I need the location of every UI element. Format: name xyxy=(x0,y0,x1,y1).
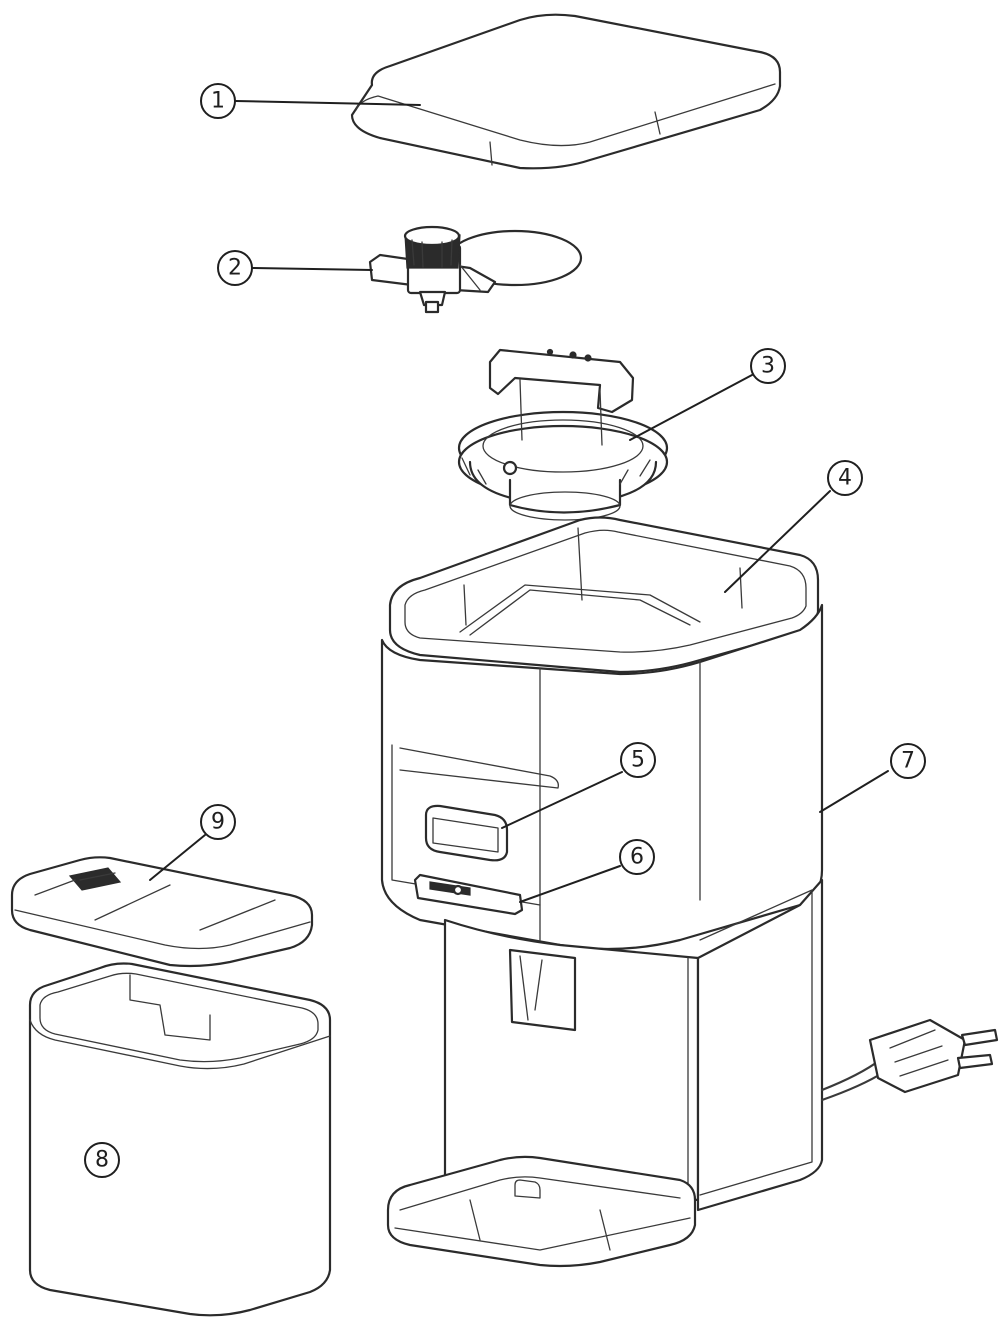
callout-2-label: 2 xyxy=(228,256,242,281)
leader-lines xyxy=(149,100,889,903)
callout-3: 3 xyxy=(750,348,786,384)
leader-1 xyxy=(235,100,421,106)
leader-2 xyxy=(251,267,373,271)
callout-8: 8 xyxy=(84,1142,120,1178)
callout-5: 5 xyxy=(620,742,656,778)
lid-part xyxy=(350,13,782,170)
callout-3-label: 3 xyxy=(761,354,775,379)
leader-7 xyxy=(819,770,889,813)
callout-6-label: 6 xyxy=(630,845,644,870)
callout-5-label: 5 xyxy=(631,748,645,773)
leader-3 xyxy=(629,374,753,441)
callout-7-label: 7 xyxy=(901,749,915,774)
grounds-container-part xyxy=(28,962,332,1317)
callout-9: 9 xyxy=(200,804,236,840)
upper-burr-assembly-part xyxy=(368,225,583,314)
grounds-container-lid-part xyxy=(10,856,314,968)
callout-9-label: 9 xyxy=(211,810,225,835)
callout-6: 6 xyxy=(619,839,655,875)
leader-9 xyxy=(149,834,206,881)
leader-6 xyxy=(519,865,621,903)
callout-4-label: 4 xyxy=(838,466,852,491)
callout-1: 1 xyxy=(200,83,236,119)
callout-4: 4 xyxy=(827,460,863,496)
leader-5 xyxy=(501,771,623,829)
grinder-body-part xyxy=(380,516,999,1268)
callout-2: 2 xyxy=(217,250,253,286)
callout-8-label: 8 xyxy=(95,1148,109,1173)
callout-1-label: 1 xyxy=(211,89,225,114)
callout-7: 7 xyxy=(890,743,926,779)
leader-4 xyxy=(724,490,831,593)
grind-adjustment-ring-part xyxy=(457,348,669,521)
